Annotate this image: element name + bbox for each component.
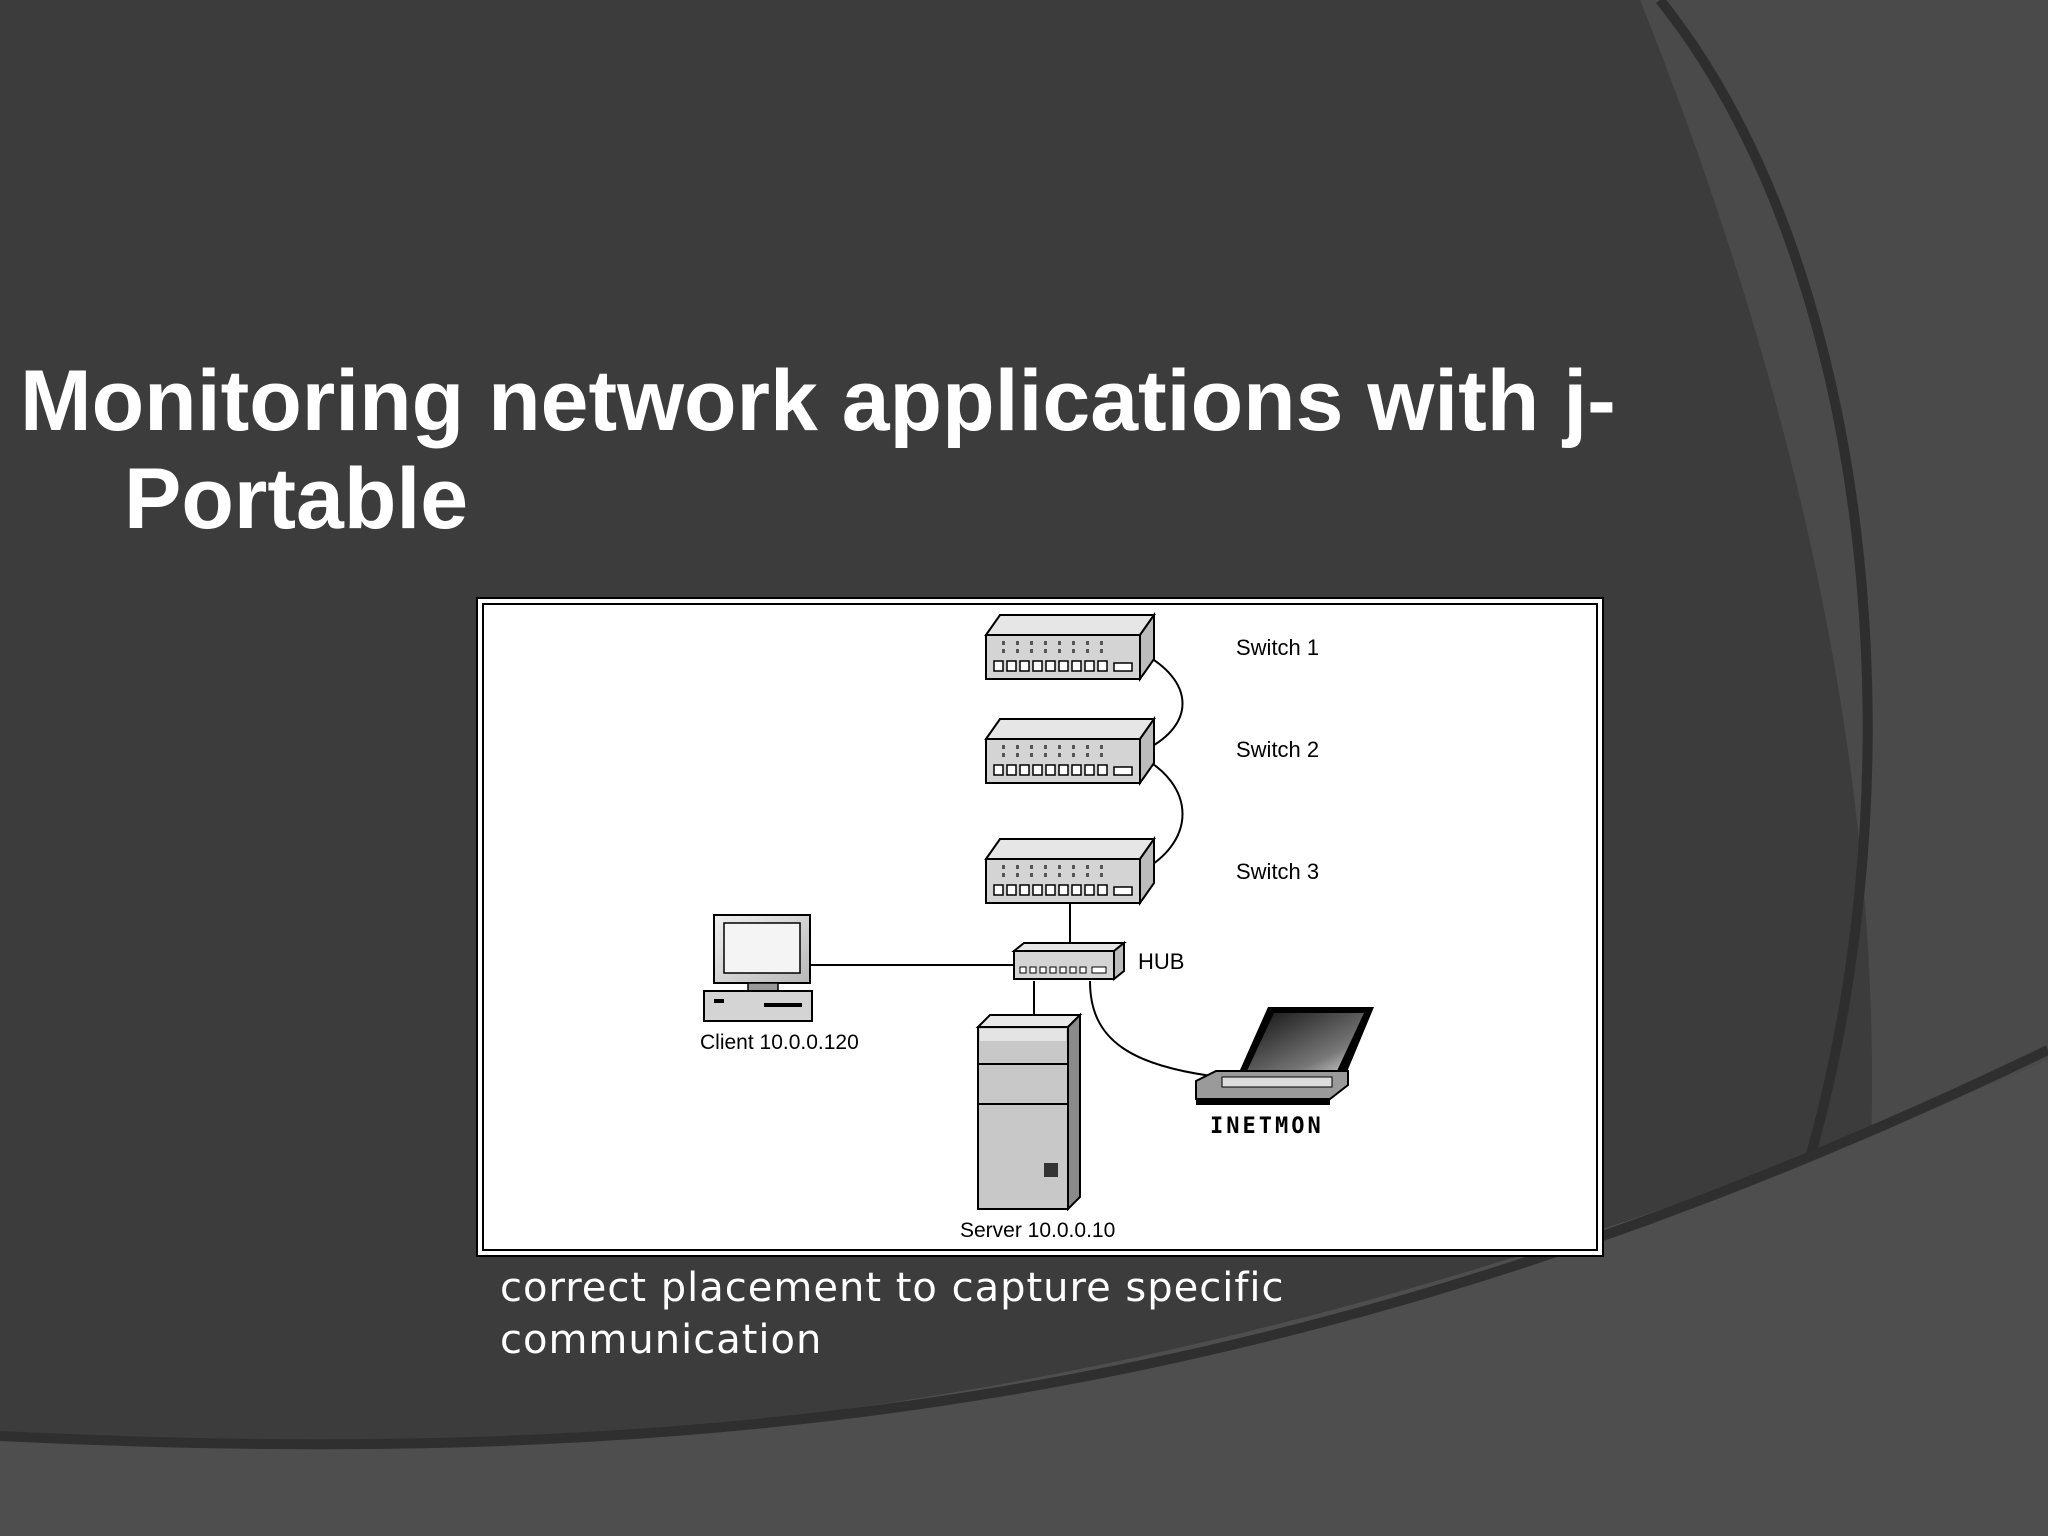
slide-title: Monitoring network applications with j- … xyxy=(20,352,1680,548)
client-label: Client 10.0.0.120 xyxy=(700,1031,859,1054)
switch-1-label: Switch 1 xyxy=(1236,635,1319,660)
cable-switch1-switch2 xyxy=(1135,649,1184,755)
network-diagram: Switch 1 Switch 2 Switch 3 HUB Client 1 xyxy=(700,614,1374,1242)
switch-3-label: Switch 3 xyxy=(1236,859,1319,884)
figure-caption: correct placement to capture specific co… xyxy=(500,1265,1285,1363)
switch-2 xyxy=(985,718,1155,784)
bottom-arc-line xyxy=(0,1045,2048,1450)
laptop-brand-label: INETMON xyxy=(1210,1114,1324,1139)
hub-label: HUB xyxy=(1138,949,1184,974)
switch-3 xyxy=(985,838,1155,904)
bottom-arc-band xyxy=(0,1060,2048,1536)
network-diagram-figure: Switch 1 Switch 2 Switch 3 HUB Client 1 xyxy=(476,597,1604,1257)
server-label: Server 10.0.0.10 xyxy=(960,1219,1115,1242)
figure-inner-border xyxy=(482,603,1598,1251)
right-arc-line xyxy=(1656,0,1873,1302)
switch-2-label: Switch 2 xyxy=(1236,737,1319,762)
switch-1 xyxy=(985,614,1155,680)
server-icon xyxy=(975,1012,1083,1212)
client-computer-icon xyxy=(703,914,813,1022)
cable-hub-laptop xyxy=(1089,980,1239,1080)
cable-switch2-switch3 xyxy=(1135,753,1184,875)
laptop-monitor-icon xyxy=(1195,1007,1374,1105)
slide-title-line2: Portable xyxy=(124,451,469,547)
cables xyxy=(810,649,1239,1080)
slide-title-line1: Monitoring network applications with j- xyxy=(20,353,1616,449)
hub-device xyxy=(1011,940,1127,982)
